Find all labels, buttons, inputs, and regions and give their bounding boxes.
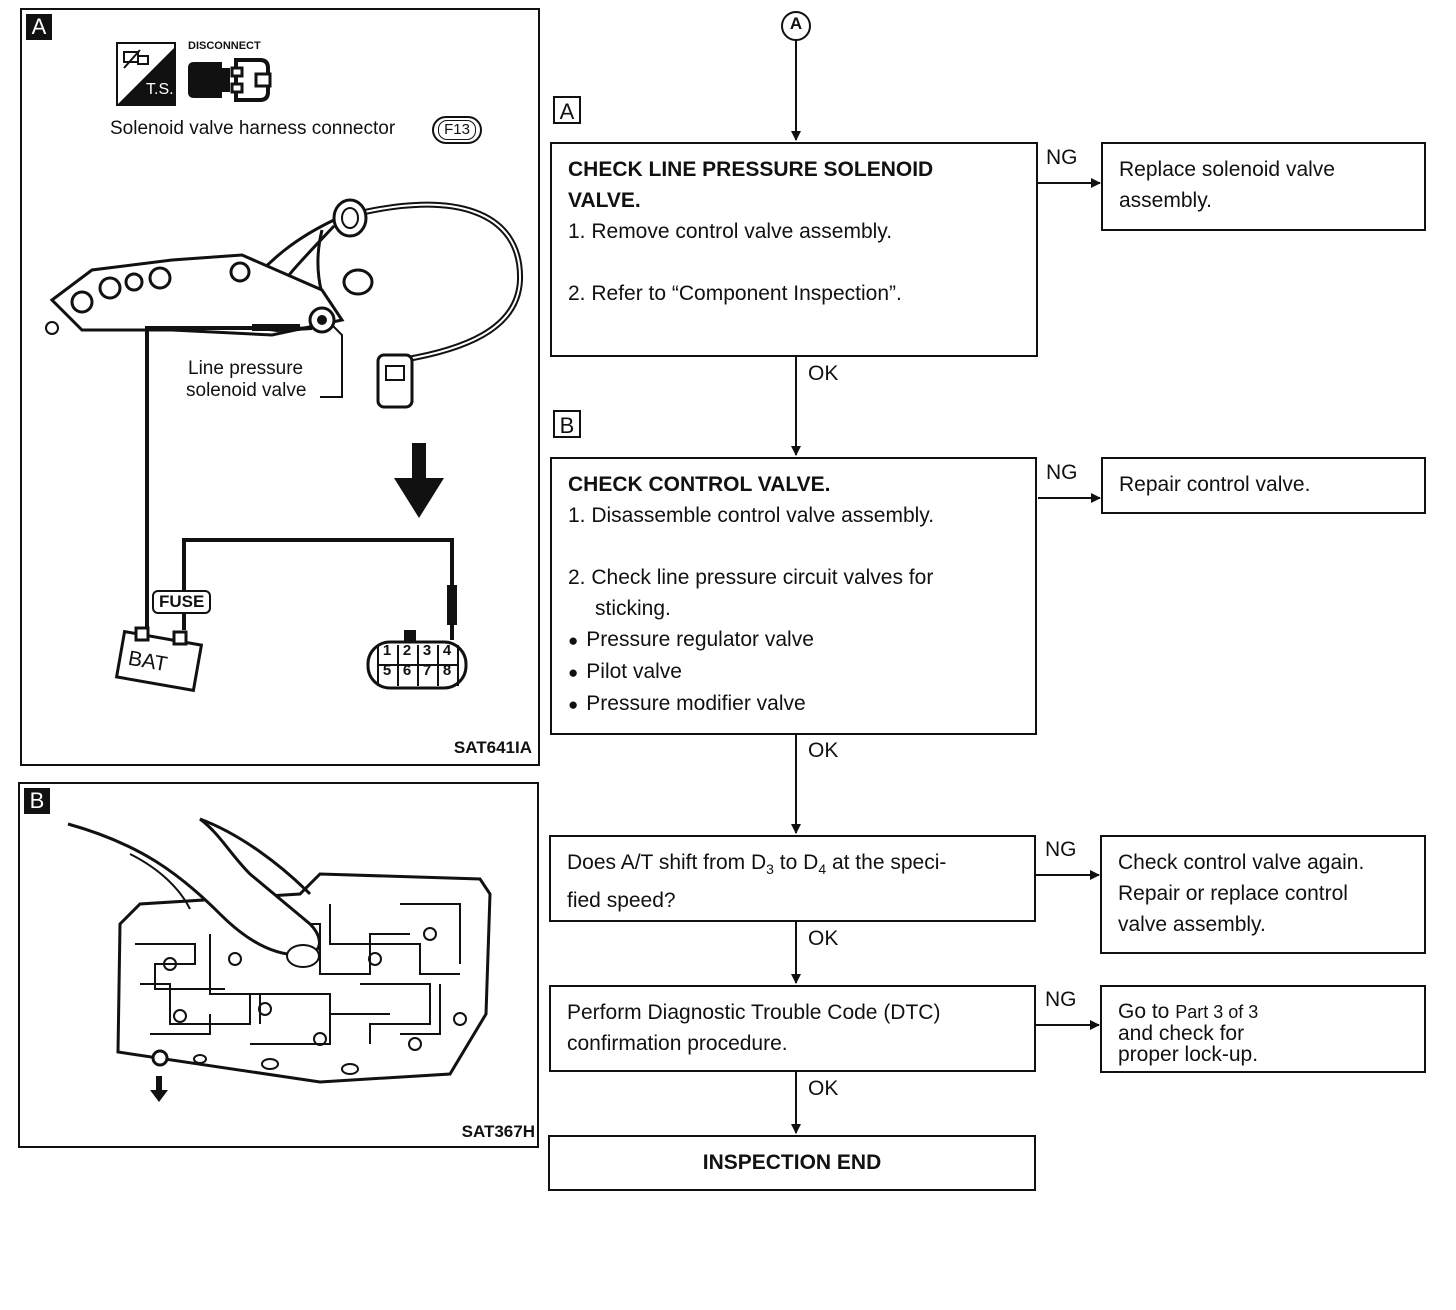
box3-line2: fied speed? xyxy=(567,889,676,913)
disconnect-connector-icon xyxy=(188,58,272,102)
solenoid-valve-harness-drawing xyxy=(45,198,524,693)
ng-label-3: NG xyxy=(1045,838,1077,861)
repair-control-valve-box: Repair control valve. xyxy=(1101,457,1426,514)
start-connector-label: A xyxy=(789,14,803,33)
box4-line1: Perform Diagnostic Trouble Code (DTC) xyxy=(567,1001,941,1024)
box1-item2: 2. Refer to “Component Inspection”. xyxy=(568,282,902,305)
box2-item2-line1: 2. Check line pressure circuit valves fo… xyxy=(568,566,934,589)
fuse-label: FUSE xyxy=(152,590,212,614)
box4-ng-line3: proper lock-up. xyxy=(1118,1043,1259,1066)
check-control-valve-box: CHECK CONTROL VALVE. 1. Disassemble cont… xyxy=(550,457,1037,735)
box2-ng-text: Repair control valve. xyxy=(1119,473,1311,496)
line-pressure-label-1: Line pressure xyxy=(188,358,304,379)
ok-label-3: OK xyxy=(808,927,839,950)
box1-title-line2: VALVE. xyxy=(568,189,641,212)
box3-ng-line3: valve assembly. xyxy=(1118,913,1266,936)
dtc-confirmation-box: Perform Diagnostic Trouble Code (DTC) co… xyxy=(549,985,1036,1072)
control-valve-drawing xyxy=(67,817,492,1102)
box2-bullet-2: Pilot valve xyxy=(568,656,1019,688)
lock-up-check-box: Go to Part 3 of 3 and check for proper l… xyxy=(1100,985,1426,1073)
box4-line2: confirmation procedure. xyxy=(567,1032,788,1055)
shift-check-box: Does A/T shift from D3 to D4 at the spec… xyxy=(549,835,1036,922)
pin-1: 1 xyxy=(382,642,392,659)
ok-label-1: OK xyxy=(808,362,839,385)
pin-3: 3 xyxy=(422,642,432,659)
connector-id: F13 xyxy=(438,120,476,140)
recheck-control-valve-box: Check control valve again. Repair or rep… xyxy=(1100,835,1426,954)
disconnect-label: DISCONNECT xyxy=(188,40,261,52)
connector-id-badge: F13 xyxy=(432,116,482,144)
box2-bullet-1: Pressure regulator valve xyxy=(568,624,1019,656)
box2-bullet-3: Pressure modifier valve xyxy=(568,688,1019,720)
ng-label-4: NG xyxy=(1045,988,1077,1011)
ok-label-4: OK xyxy=(808,1077,839,1100)
box3-ng-line1: Check control valve again. xyxy=(1118,851,1365,874)
box1-item1: 1. Remove control valve assembly. xyxy=(568,220,893,243)
line-pressure-label-2: solenoid valve xyxy=(186,380,307,401)
pin-4: 4 xyxy=(442,642,452,659)
figure-panel-b: B xyxy=(18,782,539,1148)
box2-item2-line2: sticking. xyxy=(595,597,671,620)
pin-5: 5 xyxy=(382,662,392,679)
box2-title: CHECK CONTROL VALVE. xyxy=(568,473,831,496)
pin-7: 7 xyxy=(422,662,432,679)
end-text: INSPECTION END xyxy=(702,1151,882,1174)
step-tag-b: B xyxy=(553,410,581,438)
box4-ng-line2: and check for xyxy=(1118,1022,1245,1045)
ts-label: T.S. xyxy=(146,81,174,98)
ng-label-1: NG xyxy=(1046,146,1078,169)
step-tag-a: A xyxy=(553,96,581,124)
connector-caption: Solenoid valve harness connector xyxy=(110,118,396,139)
inspection-end-box: INSPECTION END xyxy=(548,1135,1036,1191)
pin-8: 8 xyxy=(442,662,452,679)
box3-line1: Does A/T shift from D3 to D4 at the spec… xyxy=(567,851,947,878)
ng-label-2: NG xyxy=(1046,461,1078,484)
figure-panel-a: A T.S. DISCONNECT Solenoid valve harness… xyxy=(20,8,540,766)
panel-a-tag: A xyxy=(26,14,52,40)
figure-code-b: SAT367H xyxy=(461,1122,535,1141)
ok-label-2: OK xyxy=(808,739,839,762)
box4-ng-line1: Go to Part 3 of 3 xyxy=(1118,1000,1259,1023)
box1-ng-text: Replace solenoid valve assembly. xyxy=(1119,158,1335,212)
replace-solenoid-box: Replace solenoid valve assembly. xyxy=(1101,142,1426,231)
box1-title-line1: CHECK LINE PRESSURE SOLENOID xyxy=(568,158,934,181)
box2-item1: 1. Disassemble control valve assembly. xyxy=(568,504,935,527)
panel-b-tag: B xyxy=(24,788,50,814)
pin-6: 6 xyxy=(402,662,412,679)
box3-ng-line2: Repair or replace control xyxy=(1118,882,1348,905)
check-line-pressure-solenoid-box: CHECK LINE PRESSURE SOLENOID VALVE. 1. R… xyxy=(550,142,1038,357)
figure-code-a: SAT641IA xyxy=(453,738,532,757)
pin-2: 2 xyxy=(402,642,412,659)
ts-icon xyxy=(116,42,176,106)
